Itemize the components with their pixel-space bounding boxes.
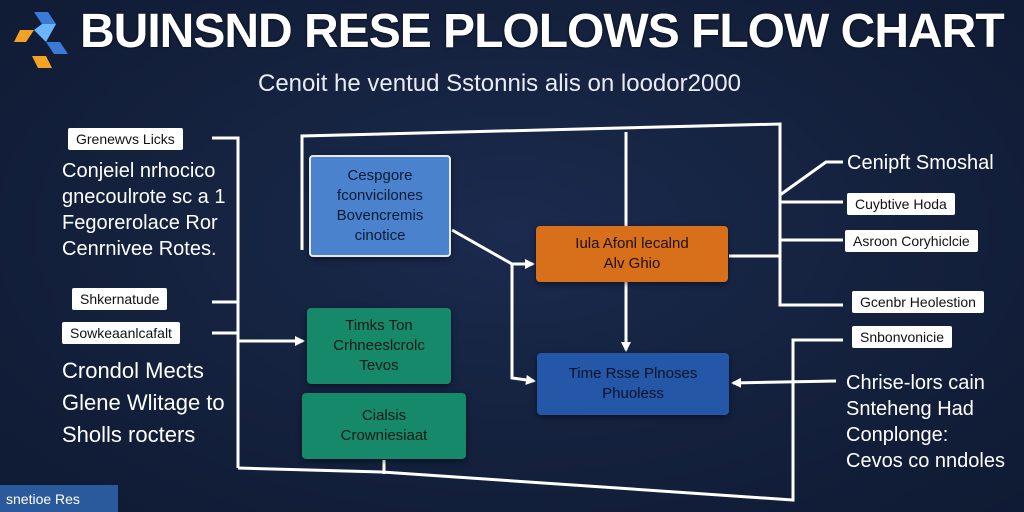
page-subtitle: Cenoit he ventud Sstonnis alis on loodor… — [258, 70, 741, 97]
node-label: Iula Afonl lecalnd Alv Ghio — [575, 235, 689, 272]
process-node-orange[interactable]: Iula Afonl lecalnd Alv Ghio — [536, 226, 728, 282]
left-text-line: Crondol Mects — [62, 358, 204, 383]
node-label: Time Rsse Plnoses Phuoless — [568, 365, 698, 402]
process-node-green-bottom[interactable]: Cialsis Crowniesiaat — [302, 393, 466, 459]
connector-top-frame — [300, 122, 843, 307]
right-text-block: Chrise-lors cain Snteheng Had Conplonge:… — [846, 370, 1005, 474]
left-tag-2: Shkernatude — [72, 288, 168, 310]
connector-right-fan-1 — [779, 160, 843, 197]
left-text-block-2: Crondol Mects Glene Wlitage to Sholls ro… — [62, 355, 225, 451]
connector-right-to-blue — [731, 377, 837, 388]
right-heading: Cenipft Smoshal — [847, 152, 994, 174]
right-tag-2: Asroon Coryhiclcie — [845, 230, 978, 252]
left-text-block-1: Conjeiel nrhocico gnecoulrote sc a 1 Feg… — [62, 158, 225, 262]
node-label: Timks Ton Crhneeslcrolc Tevos — [333, 317, 425, 374]
process-node-blue-top[interactable]: Cespgore fconvicilones Bovencremis cinot… — [309, 155, 451, 257]
node-label: Cespgore fconvicilones Bovencremis cinot… — [336, 167, 424, 244]
right-tag-4: Snbonvonicie — [852, 326, 953, 348]
page-title: BUINSND RESE PLOLOWS FLOW CHART — [80, 5, 1005, 58]
right-tag-3: Gcenbr Heolestion — [852, 291, 984, 313]
left-text-line: Sholls rocters — [62, 422, 196, 447]
left-text-line: Fegorerolace Ror — [62, 212, 218, 234]
left-text-line: gnecoulrote sc a 1 — [62, 186, 226, 208]
left-text-line: Conjeiel nrhocico — [62, 160, 216, 182]
connector-right-lower — [237, 338, 843, 502]
process-node-blue-bottom[interactable]: Time Rsse Plnoses Phuoless — [537, 353, 729, 415]
left-tag-3: Sowkeaanlcafalt — [62, 322, 180, 344]
connector-loop — [510, 262, 536, 385]
left-text-line: Glene Wlitage to — [62, 390, 225, 415]
left-text-line: Cenrnivee Rotes. — [62, 238, 217, 260]
logo-icon — [14, 12, 68, 68]
process-node-green-top[interactable]: Timks Ton Crhneeslcrolc Tevos — [307, 308, 451, 384]
connector-left-top — [212, 136, 240, 304]
right-text-line: Cevos co nndoles — [846, 450, 1005, 472]
right-text-line: Chrise-lors cain — [846, 372, 985, 394]
corner-label: snetioe Res — [0, 485, 118, 512]
right-text-line: Conplonge: — [846, 424, 949, 446]
connector-blue-orange — [451, 228, 535, 269]
right-tag-1: Cuybtive Hoda — [847, 193, 955, 215]
left-tag-1: Grenewvs Licks — [68, 128, 183, 150]
right-text-line: Snteheng Had — [846, 398, 974, 420]
node-label: Cialsis Crowniesiaat — [340, 407, 428, 444]
